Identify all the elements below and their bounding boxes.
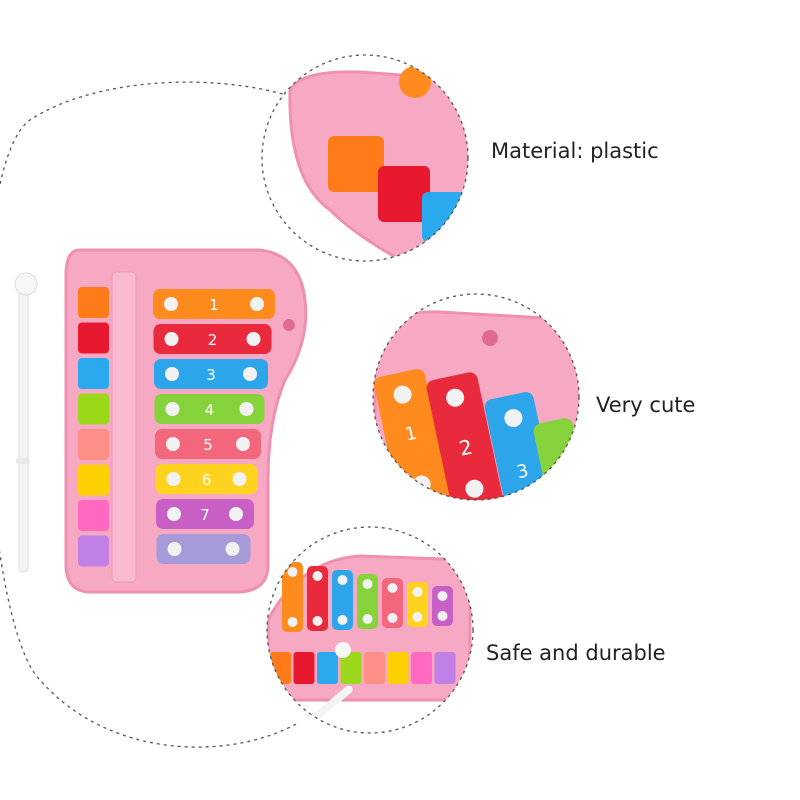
piano-key xyxy=(78,500,109,531)
bar-number: 5 xyxy=(203,436,213,454)
piano-key xyxy=(78,429,109,460)
xylophone-bar xyxy=(332,570,353,630)
piano-key xyxy=(78,358,109,389)
piano-key xyxy=(411,652,432,684)
xylophone-bar: 1 xyxy=(153,289,275,319)
piano-key xyxy=(434,652,456,684)
piano-key xyxy=(293,652,315,684)
xylophone-bar xyxy=(282,562,303,632)
xylophone-bar xyxy=(407,582,428,627)
xylophone-bar: 7 xyxy=(156,499,254,529)
bar-number: 4 xyxy=(205,401,215,419)
piano-key xyxy=(340,652,362,684)
closeup-safe xyxy=(266,526,474,734)
dashed-connector-arc xyxy=(0,81,297,748)
bar-number: 6 xyxy=(202,471,212,489)
piano-key xyxy=(78,322,109,354)
piano-key xyxy=(78,393,109,425)
bar-number: 2 xyxy=(457,435,474,461)
bar-number: 2 xyxy=(208,331,218,349)
feature-label-material: Material: plastic xyxy=(491,139,659,163)
bar-number: 3 xyxy=(206,366,216,384)
closeup-cute: 1 2 3 xyxy=(372,293,580,501)
piano-key xyxy=(387,652,409,684)
mallet xyxy=(14,272,38,573)
xylophone-bar: 3 xyxy=(154,359,268,389)
feature-label-cute: Very cute xyxy=(596,393,696,417)
xylophone-bar xyxy=(307,566,328,631)
xylophone-bar: 2 xyxy=(153,324,272,354)
piano-key xyxy=(364,652,385,684)
bar-number: 7 xyxy=(200,506,210,524)
xylophone-bar: 6 xyxy=(155,464,258,494)
xylophone-toy: 1 2 3 4 5 6 7 xyxy=(64,248,308,594)
piano-key xyxy=(270,652,291,684)
xylophone-bar xyxy=(432,586,453,626)
xylophone-bar xyxy=(382,578,403,628)
xylophone-bar xyxy=(357,574,378,629)
feature-label-safe: Safe and durable xyxy=(486,641,666,665)
xylophone-bar: 5 xyxy=(155,429,261,459)
xylophone-bar xyxy=(156,534,251,564)
bar-number: 3 xyxy=(515,460,531,483)
closeup-material xyxy=(261,54,469,262)
handle-hole xyxy=(283,319,295,331)
piano-key xyxy=(317,652,338,684)
bar-number: 1 xyxy=(209,296,219,314)
piano-key xyxy=(78,464,109,496)
piano-key xyxy=(78,287,109,318)
xylophone-bar: 4 xyxy=(154,394,265,424)
bar-number: 1 xyxy=(403,423,419,446)
piano-key xyxy=(78,535,109,567)
